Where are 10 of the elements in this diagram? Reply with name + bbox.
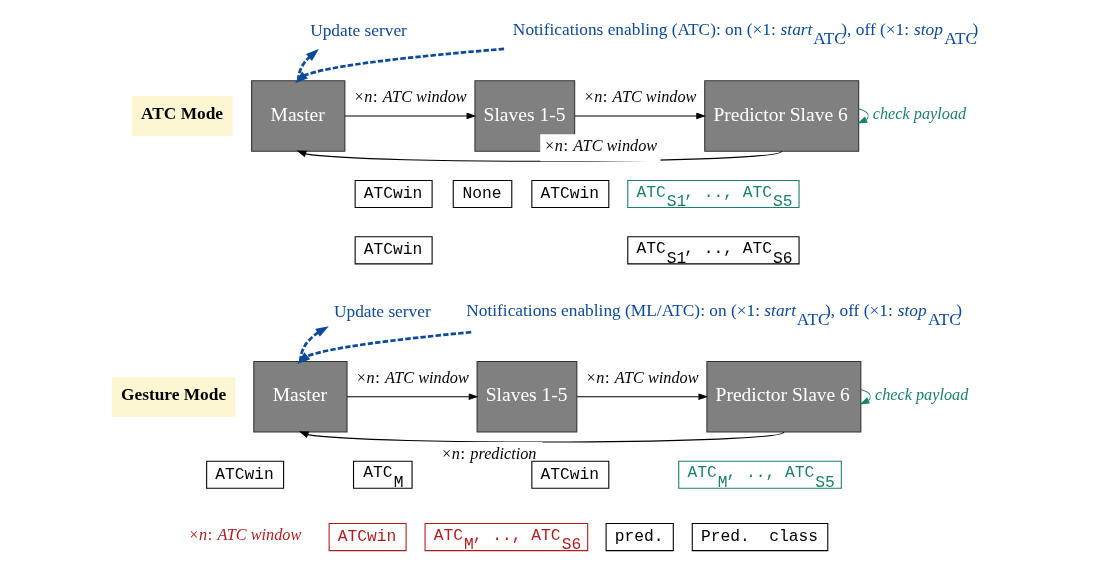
edge-label: ×n: prediction: [441, 444, 537, 463]
label: ×n: ATC window: [188, 525, 301, 544]
edge-label: ×n: ATC window: [583, 88, 696, 107]
edge-label: ×n: ATC window: [356, 369, 469, 388]
edge-label: ×n: ATC window: [354, 88, 467, 107]
edge-label: check payload: [874, 385, 968, 404]
edge-label: check payload: [872, 105, 966, 124]
edge-label: ×n: ATC window: [586, 369, 699, 388]
node-text: Update server: [309, 21, 407, 41]
node-text: Update server: [333, 301, 431, 321]
